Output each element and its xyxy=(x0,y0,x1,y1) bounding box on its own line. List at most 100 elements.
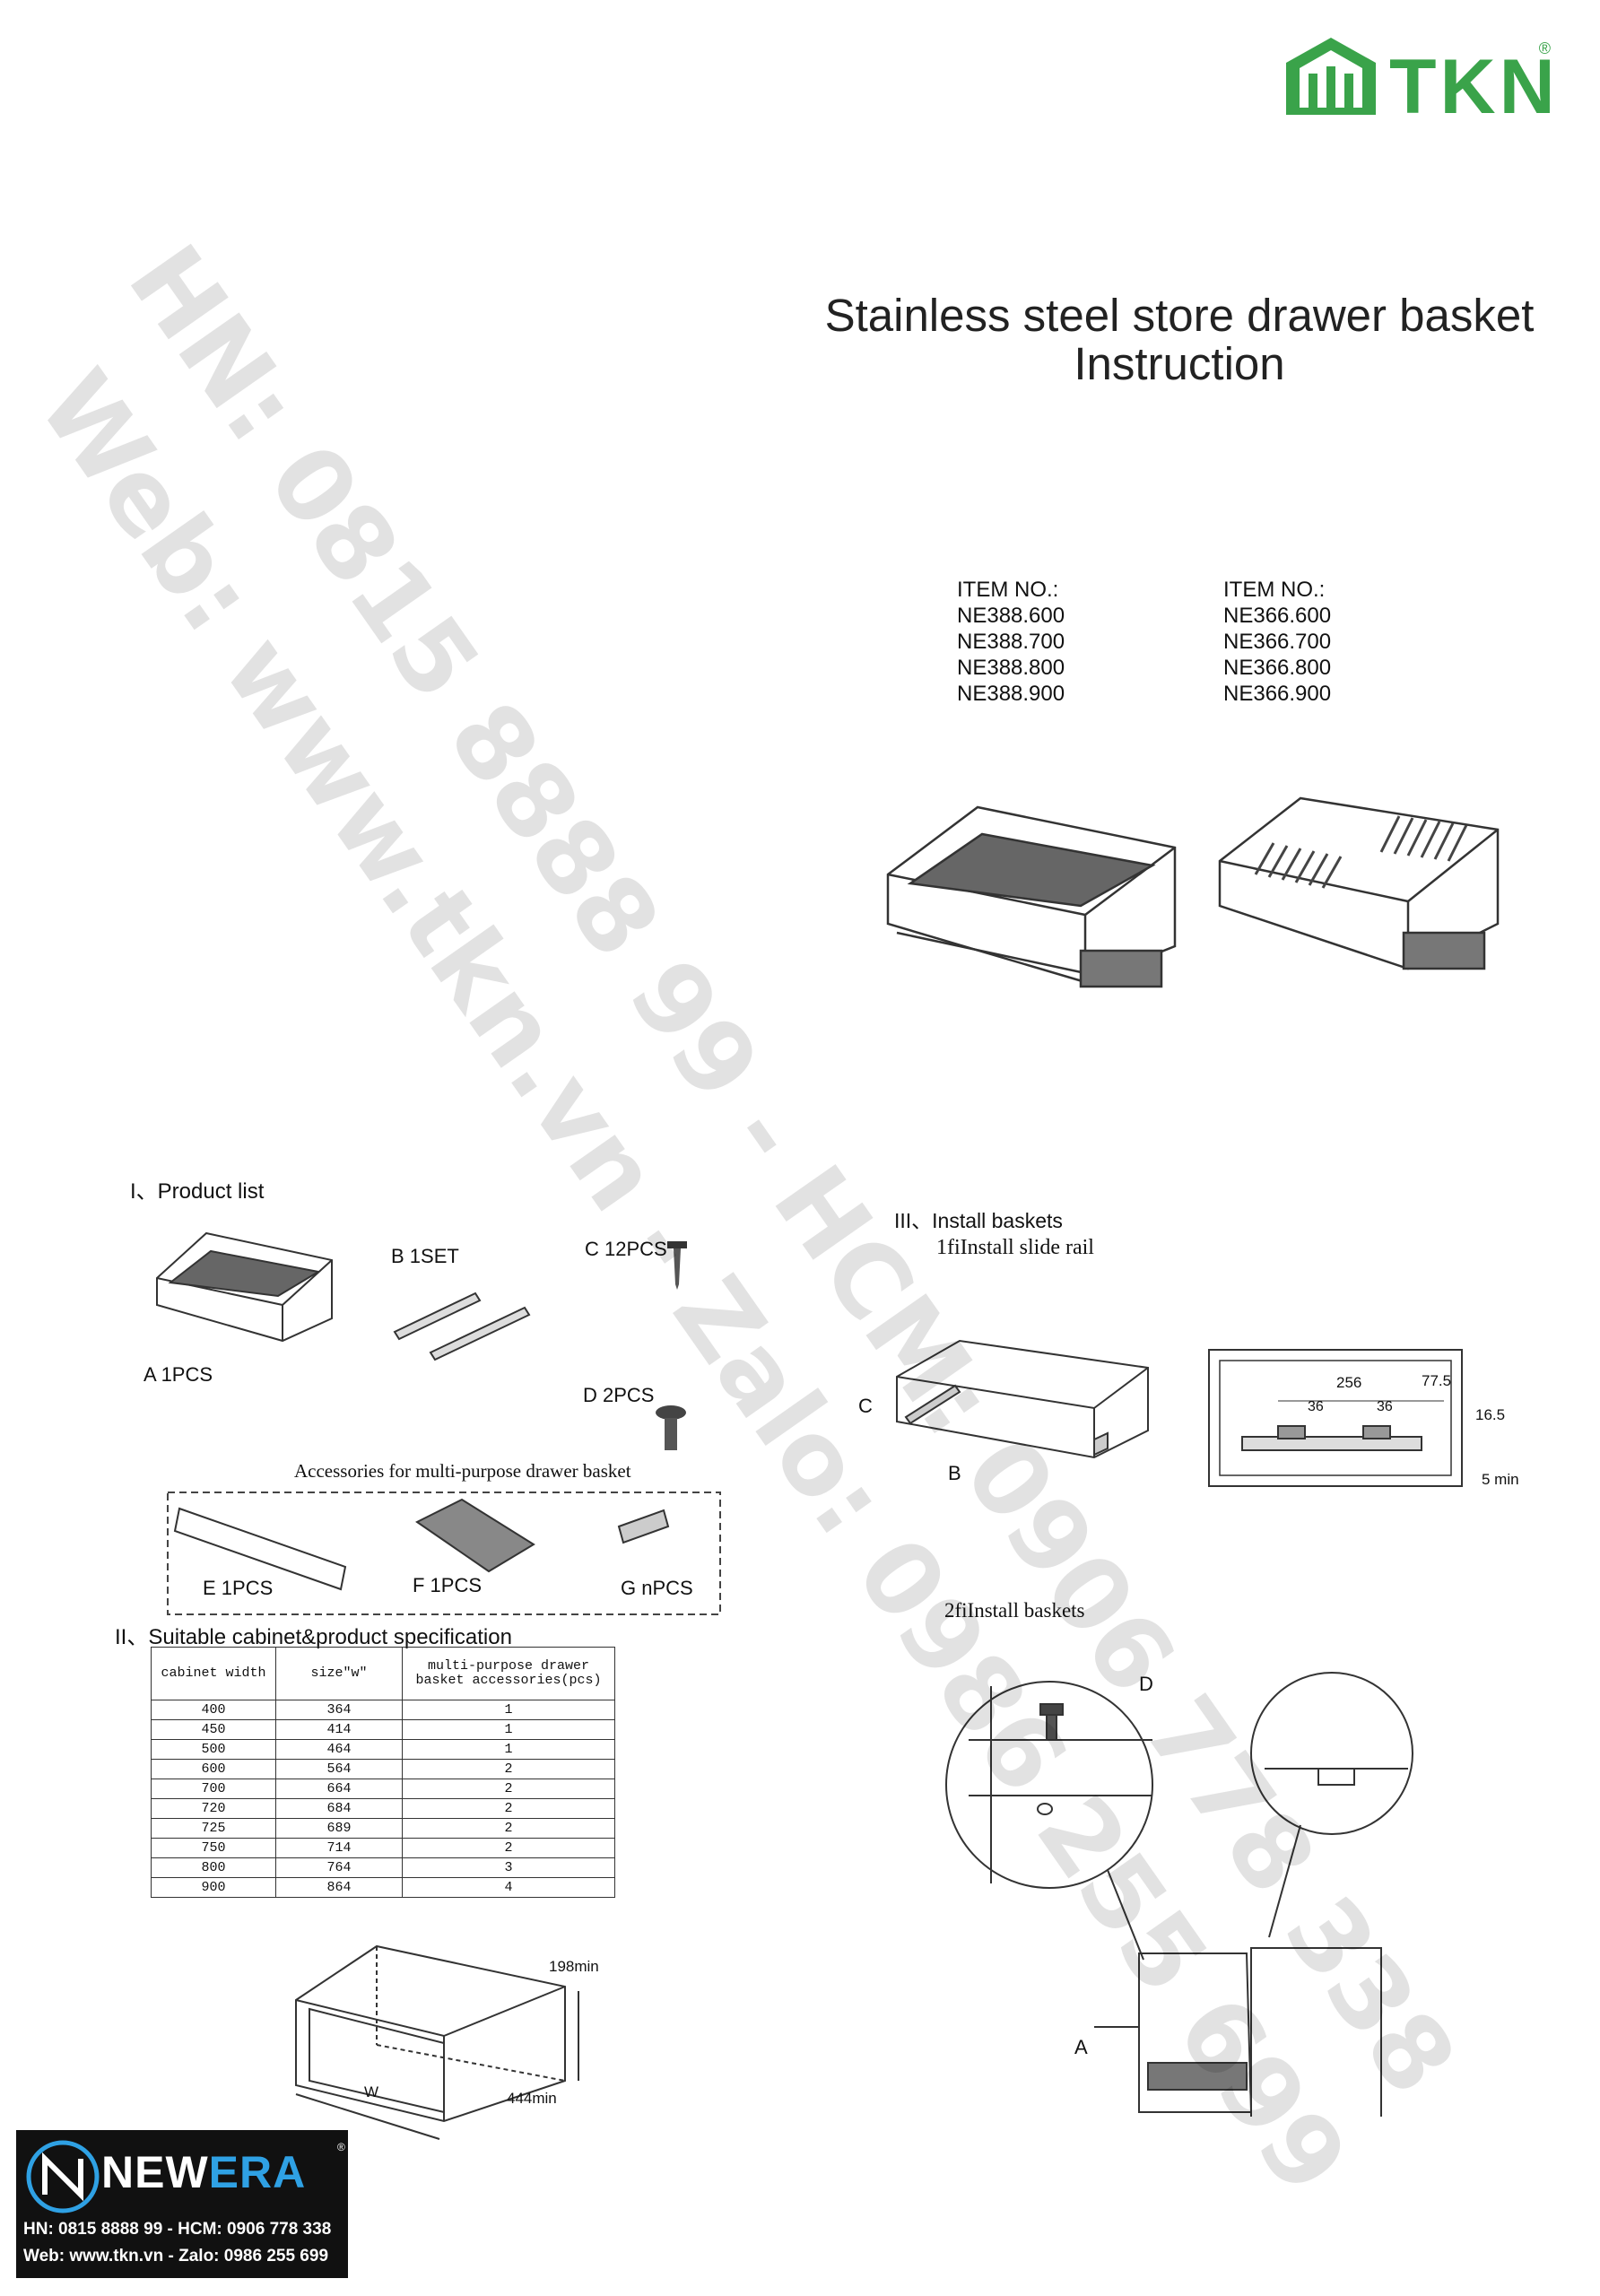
table-cell: 3 xyxy=(402,1857,615,1878)
item-right-0: NE366.600 xyxy=(1223,604,1332,628)
part-d-label: D 2PCS xyxy=(583,1384,655,1406)
table-cell: 2 xyxy=(402,1779,615,1799)
item-list-right: ITEM NO.: NE366.600 NE366.700 NE366.800 … xyxy=(1223,577,1331,707)
tkn-registered-mark: ® xyxy=(1538,39,1551,57)
tkn-logo-icon xyxy=(1286,38,1376,115)
section-spec-heading: II、Suitable cabinet&product specificatio… xyxy=(115,1625,512,1649)
part-a-label: A 1PCS xyxy=(143,1363,213,1386)
newera-brand-era: ERA xyxy=(208,2147,307,2197)
basket-illustrations xyxy=(886,796,1500,988)
dim-5-min: 5 min xyxy=(1482,1471,1519,1488)
title-line-2: Instruction xyxy=(1074,338,1285,389)
cabinet-dimension-drawing xyxy=(295,1944,579,2140)
table-cell: 464 xyxy=(275,1739,403,1760)
title-line-1: Stainless steel store drawer basket xyxy=(824,290,1535,341)
newera-brand-new: NEW xyxy=(101,2147,209,2197)
part-d-bolt-icon xyxy=(656,1405,686,1450)
table-cell: 684 xyxy=(275,1798,403,1819)
document-title: Stainless steel store drawer basket Inst… xyxy=(807,291,1552,388)
table-cell: 2 xyxy=(402,1838,615,1858)
spec-header-width: cabinet width xyxy=(151,1647,276,1700)
item-right-1: NE366.700 xyxy=(1223,630,1332,654)
table-cell: 400 xyxy=(151,1700,276,1720)
accessories-box xyxy=(167,1492,721,1615)
item-left-1: NE388.700 xyxy=(957,630,1065,654)
table-cell: 364 xyxy=(275,1700,403,1720)
install-step-2: 2fiInstall baskets xyxy=(944,1599,1085,1622)
item-right-2: NE366.800 xyxy=(1223,656,1332,680)
table-cell: 664 xyxy=(275,1779,403,1799)
table-cell: 700 xyxy=(151,1779,276,1799)
item-header-left: ITEM NO.: xyxy=(957,578,1059,602)
table-cell: 689 xyxy=(275,1818,403,1839)
part-c-screw-icon xyxy=(667,1241,687,1290)
part-f-label: F 1PCS xyxy=(413,1574,483,1596)
footer-phone-line: HN: 0815 8888 99 - HCM: 0906 778 338 xyxy=(23,2220,332,2239)
slide-rail-install-drawing xyxy=(896,1339,1149,1459)
table-cell: 750 xyxy=(151,1838,276,1858)
table-cell: 2 xyxy=(402,1759,615,1779)
spec-header-size: size"w" xyxy=(275,1647,403,1700)
section-install-heading: III、Install baskets xyxy=(894,1209,1063,1232)
footer-web-line: Web: www.tkn.vn - Zalo: 0986 255 699 xyxy=(23,2247,329,2266)
table-cell: 900 xyxy=(151,1877,276,1898)
section-product-list-heading: I、Product list xyxy=(130,1179,265,1204)
table-cell: 1 xyxy=(402,1739,615,1760)
newera-logo-icon xyxy=(26,2140,100,2213)
install-label-d: D xyxy=(1139,1673,1153,1695)
install-label-c: C xyxy=(858,1395,873,1417)
dimension-w: W xyxy=(364,2083,379,2100)
part-c-label: C 12PCS xyxy=(585,1238,667,1260)
tkn-logo: TKN ® xyxy=(1282,36,1555,130)
part-a-basket-icon xyxy=(156,1231,333,1343)
table-cell: 600 xyxy=(151,1759,276,1779)
rail-section-drawing xyxy=(1208,1349,1463,1487)
newera-badge: NEWERA ® HN: 0815 8888 99 - HCM: 0906 77… xyxy=(16,2130,348,2278)
accessories-caption: Accessories for multi-purpose drawer bas… xyxy=(294,1460,631,1482)
part-g-label: G nPCS xyxy=(621,1577,693,1599)
table-cell: 1 xyxy=(402,1700,615,1720)
dimension-444min: 444min xyxy=(507,2090,557,2107)
spec-table: cabinet width size"w" multi-purpose draw… xyxy=(151,1647,615,1898)
item-left-2: NE388.800 xyxy=(957,656,1065,680)
table-cell: 714 xyxy=(275,1838,403,1858)
table-cell: 450 xyxy=(151,1719,276,1740)
item-right-3: NE366.900 xyxy=(1223,682,1332,706)
part-e-label: E 1PCS xyxy=(203,1577,274,1599)
table-cell: 764 xyxy=(275,1857,403,1878)
dimension-198min: 198min xyxy=(549,1958,599,1975)
table-cell: 564 xyxy=(275,1759,403,1779)
dim-256: 256 xyxy=(1336,1374,1362,1391)
table-cell: 720 xyxy=(151,1798,276,1819)
item-list-left: ITEM NO.: NE388.600 NE388.700 NE388.800 … xyxy=(957,577,1065,707)
dim-36-b: 36 xyxy=(1377,1399,1393,1414)
table-cell: 2 xyxy=(402,1818,615,1839)
table-cell: 800 xyxy=(151,1857,276,1878)
item-left-3: NE388.900 xyxy=(957,682,1065,706)
dim-16-5: 16.5 xyxy=(1475,1406,1506,1423)
install-label-a: A xyxy=(1074,2036,1088,2058)
dim-36-a: 36 xyxy=(1308,1399,1324,1414)
item-header-right: ITEM NO.: xyxy=(1223,578,1326,602)
install-step-1: 1fiInstall slide rail xyxy=(936,1236,1094,1259)
table-cell: 414 xyxy=(275,1719,403,1740)
basket-install-drawing xyxy=(945,1672,1413,2117)
item-left-0: NE388.600 xyxy=(957,604,1065,628)
table-cell: 864 xyxy=(275,1877,403,1898)
part-b-label: B 1SET xyxy=(391,1245,459,1267)
tkn-logo-text: TKN xyxy=(1389,44,1559,130)
part-b-slide-rail-icon xyxy=(393,1292,531,1361)
table-cell: 2 xyxy=(402,1798,615,1819)
table-cell: 4 xyxy=(402,1877,615,1898)
newera-registered-mark: ® xyxy=(337,2141,345,2153)
dim-77-5: 77.5 xyxy=(1422,1372,1452,1389)
